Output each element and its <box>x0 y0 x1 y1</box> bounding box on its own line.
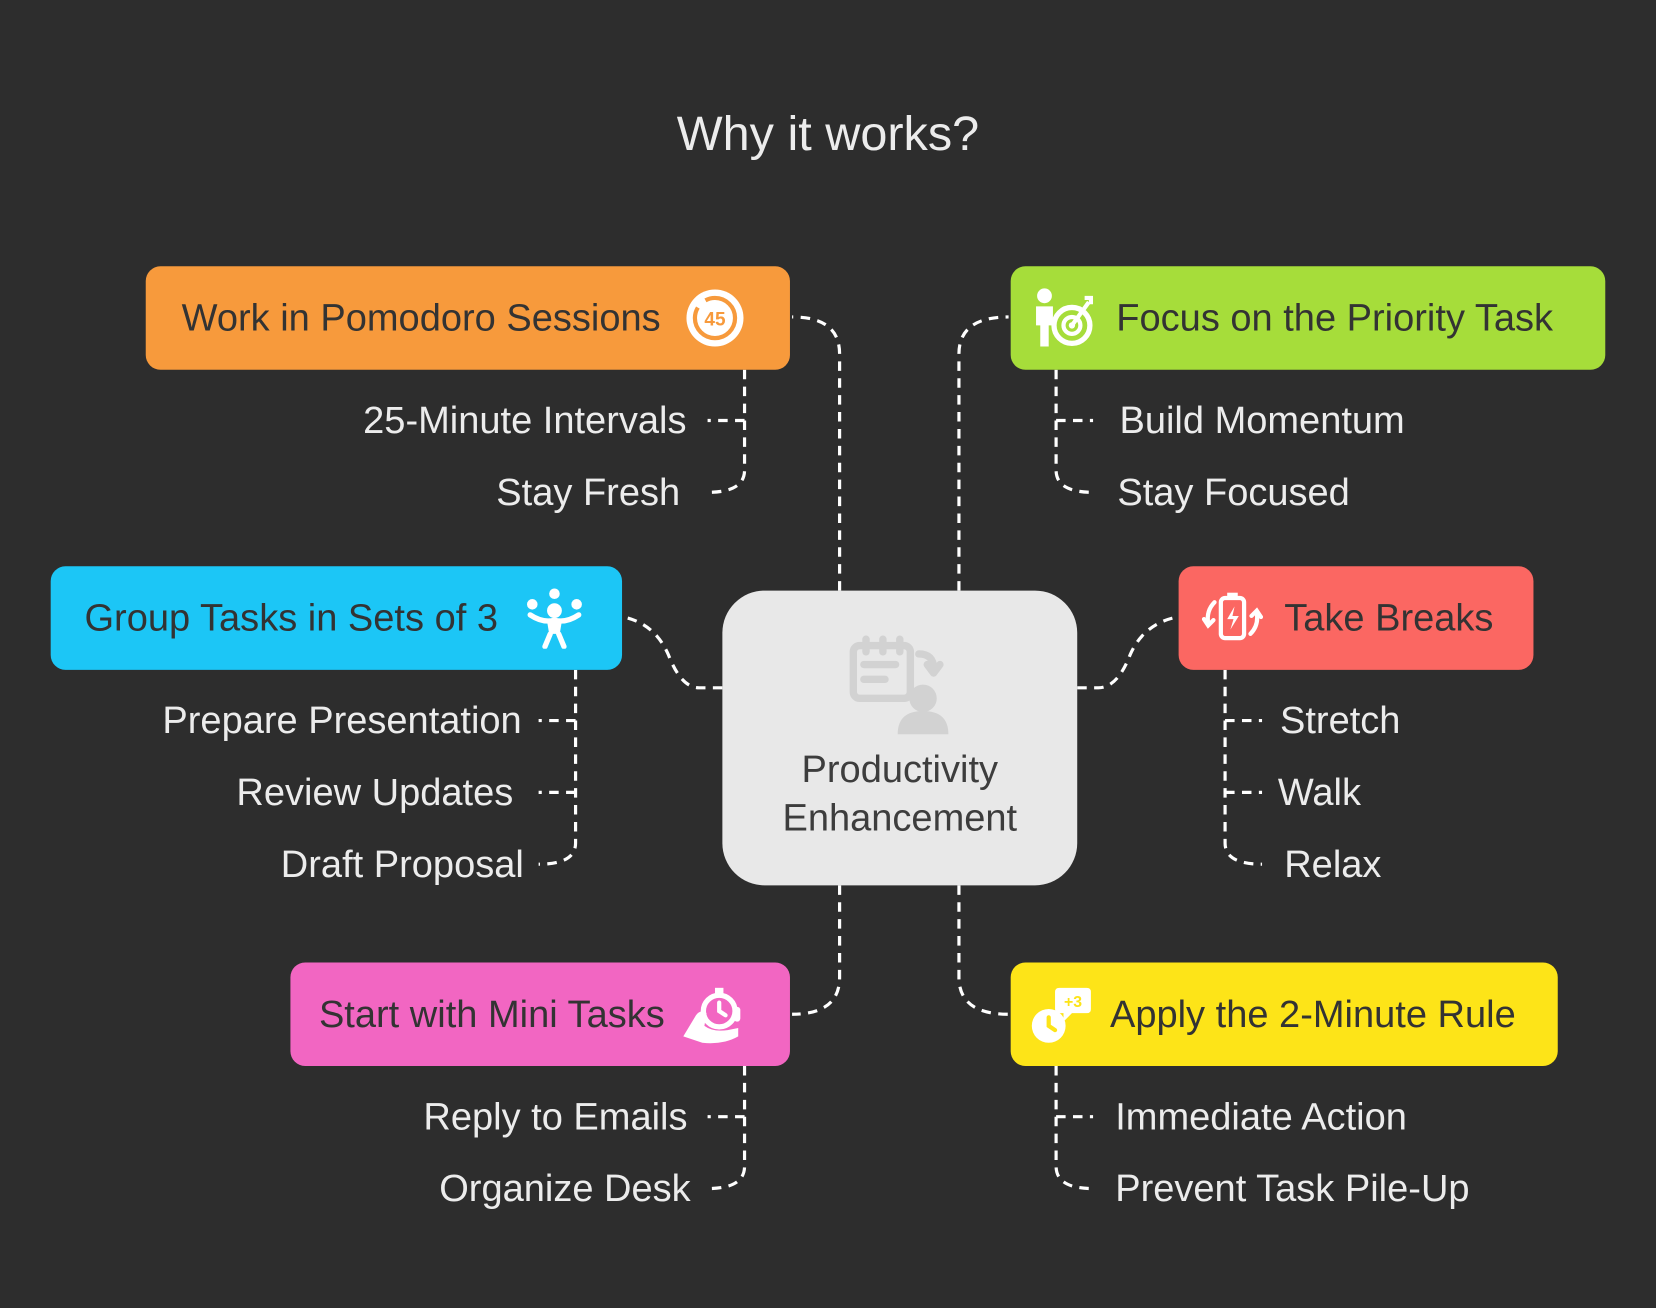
svg-text:+3: +3 <box>1064 994 1082 1011</box>
mini-item: Reply to Emails <box>423 1094 688 1138</box>
branch-twominute: +3 Apply the 2-Minute Rule <box>1010 962 1558 1067</box>
priority-item: Stay Focused <box>1117 470 1350 514</box>
connector-group-trunk <box>538 669 578 866</box>
connector-twominute-trunk <box>1054 1066 1094 1191</box>
branch-breaks: Take Breaks <box>1178 566 1534 670</box>
branch-label: Work in Pomodoro Sessions <box>181 295 661 340</box>
branch-label: Focus on the Priority Task <box>1116 295 1554 340</box>
breaks-item: Stretch <box>1279 698 1401 742</box>
branch-group: Group Tasks in Sets of 3 <box>50 566 623 670</box>
connector-priority-trunk <box>1054 369 1094 494</box>
center-label: Productivity Enhancement <box>782 746 1018 839</box>
branch-label: Group Tasks in Sets of 3 <box>84 595 499 640</box>
connector-mini-trunk <box>707 1066 747 1191</box>
branch-label: Take Breaks <box>1284 595 1494 640</box>
group-item: Prepare Presentation <box>162 698 522 742</box>
priority-item: Build Momentum <box>1119 398 1405 442</box>
connector-breaks-trunk <box>1223 669 1263 866</box>
branch-label: Apply the 2-Minute Rule <box>1109 992 1516 1036</box>
battery-recharge-icon <box>1201 587 1264 648</box>
center-node: Productivity Enhancement <box>722 590 1078 886</box>
hand-stopwatch-icon <box>682 984 743 1045</box>
pomodoro-item: 25-Minute Intervals <box>363 398 687 442</box>
branch-priority: Focus on the Priority Task <box>1010 266 1606 370</box>
connector-center-priority <box>957 315 1009 591</box>
timer-45-icon: 45 <box>684 287 745 348</box>
group-item: Review Updates <box>236 770 514 814</box>
juggler-icon <box>523 587 584 649</box>
branch-mini: Start with Mini Tasks <box>290 962 790 1067</box>
pomodoro-item: Stay Fresh <box>496 470 681 514</box>
connector-center-breaks <box>1077 615 1178 690</box>
connector-center-pomodoro <box>792 315 842 591</box>
connector-center-group <box>622 615 723 690</box>
clock-plus-three-icon: +3 <box>1030 984 1091 1045</box>
breaks-item: Walk <box>1277 770 1361 814</box>
svg-text:45: 45 <box>704 309 726 330</box>
group-item: Draft Proposal <box>280 842 524 886</box>
mini-item: Organize Desk <box>439 1166 691 1210</box>
target-person-icon <box>1032 287 1094 348</box>
task-planning-icon <box>847 635 953 736</box>
diagram-title: Why it works? <box>676 105 980 161</box>
connector-pomodoro-trunk <box>707 369 747 494</box>
connector-center-mini <box>792 885 842 1016</box>
connector-center-twominute <box>957 885 1009 1016</box>
branch-pomodoro: Work in Pomodoro Sessions 45 <box>145 266 790 370</box>
twominute-item: Immediate Action <box>1115 1094 1407 1138</box>
branch-label: Start with Mini Tasks <box>318 992 665 1036</box>
breaks-item: Relax <box>1284 842 1382 886</box>
twominute-item: Prevent Task Pile-Up <box>1115 1166 1470 1210</box>
